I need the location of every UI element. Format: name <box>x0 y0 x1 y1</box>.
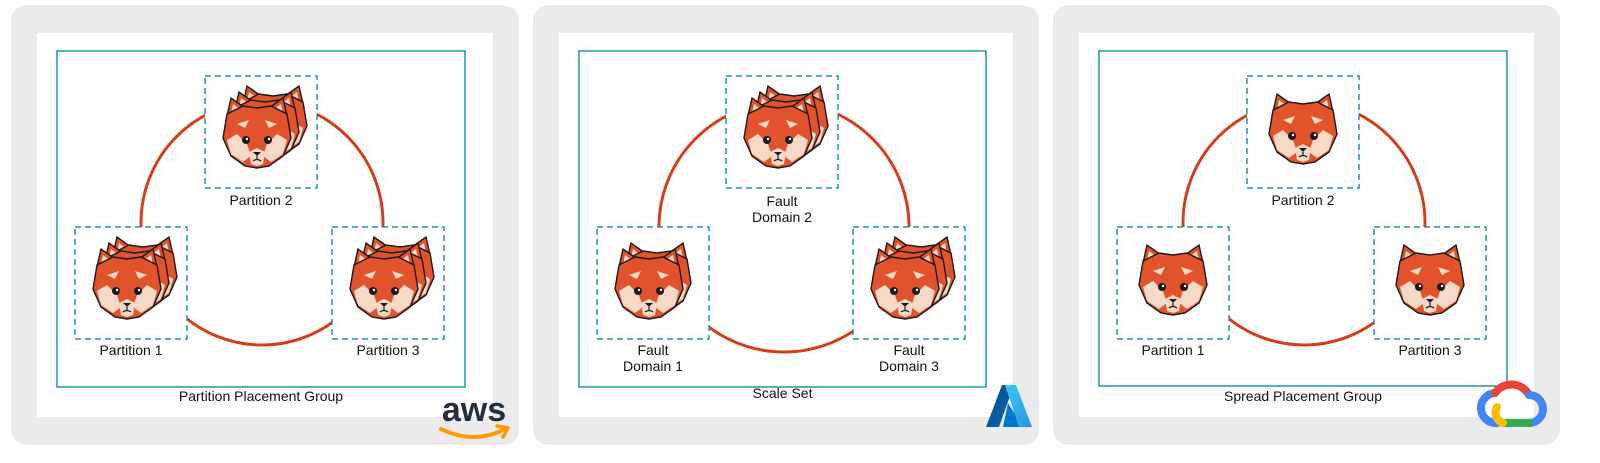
node-label: Partition 2 <box>229 192 292 208</box>
partition-node <box>1373 226 1487 340</box>
aws-panel: Partition 2 Partition 1 Partition 3 Partiti… <box>11 5 519 445</box>
dashed-box <box>596 226 710 340</box>
diagram-canvas: Partition 2 Partition 1 Partition 3 Spread … <box>1079 33 1534 417</box>
red-panda-icon <box>222 96 292 169</box>
dashed-box <box>1116 226 1230 340</box>
dashed-box <box>1373 226 1487 340</box>
dashed-box <box>1246 75 1360 189</box>
partition-node <box>1246 75 1360 189</box>
node-label: Fault <box>637 342 668 358</box>
partition-node <box>74 226 188 340</box>
red-panda-icon <box>614 247 684 320</box>
dashed-box <box>852 226 966 340</box>
group-caption: Partition Placement Group <box>179 388 343 404</box>
node-label: Domain 2 <box>752 209 812 225</box>
node-label: Fault <box>766 193 797 209</box>
partition-node <box>596 226 710 340</box>
dashed-box <box>204 75 318 189</box>
red-panda-icon <box>1395 243 1465 316</box>
red-panda-icon <box>1268 92 1338 165</box>
group-caption: Scale Set <box>753 385 813 401</box>
placement-group-border <box>578 50 987 388</box>
node-label: Fault <box>893 342 924 358</box>
red-panda-icon <box>1138 243 1208 316</box>
partition-node <box>1116 226 1230 340</box>
red-panda-icon <box>92 247 162 320</box>
node-label: Partition 1 <box>1141 342 1204 358</box>
partition-node <box>204 75 318 189</box>
placement-group-border <box>56 50 466 388</box>
red-panda-icon <box>870 247 940 320</box>
aws-logo: aws <box>431 391 517 441</box>
google-cloud-logo <box>1476 379 1547 435</box>
dashed-box <box>725 75 839 189</box>
partition-node <box>331 226 445 340</box>
placement-group-border <box>1098 50 1508 387</box>
node-label: Partition 3 <box>356 342 419 358</box>
red-panda-icon <box>743 96 813 169</box>
dashed-box <box>331 226 445 340</box>
node-label: Partition 3 <box>1398 342 1461 358</box>
node-label: Partition 2 <box>1271 192 1334 208</box>
azure-logo <box>985 383 1033 429</box>
dashed-box <box>74 226 188 340</box>
partition-node <box>725 75 839 189</box>
gcp-panel: Partition 2 Partition 1 Partition 3 Spread … <box>1053 5 1560 445</box>
node-label: Domain 3 <box>879 358 939 374</box>
partition-node <box>852 226 966 340</box>
partition-placement-diagram: Partition 2 Partition 1 Partition 3 Partiti… <box>56 50 466 404</box>
group-caption: Spread Placement Group <box>1224 388 1382 404</box>
spread-placement-diagram: Partition 2 Partition 1 Partition 3 Spread … <box>1098 50 1508 404</box>
node-label: Partition 1 <box>99 342 162 358</box>
red-panda-icon <box>349 247 419 320</box>
diagram-canvas: Partition 2 Partition 1 Partition 3 Partiti… <box>37 33 493 417</box>
aws-logo-text: aws <box>442 391 506 429</box>
node-label: Domain 1 <box>623 358 683 374</box>
